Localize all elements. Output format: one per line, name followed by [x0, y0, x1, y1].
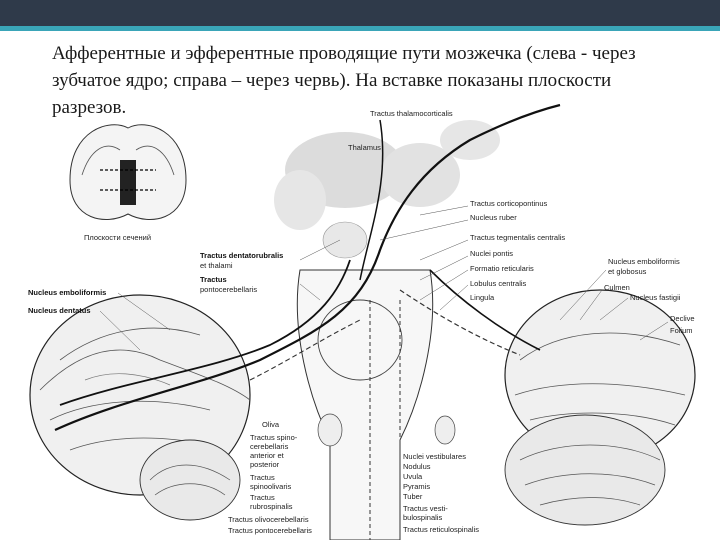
label-spinoolivaris-2: spinoolivaris — [250, 482, 292, 491]
label-olivocerebellaris: Tractus olivocerebellaris — [228, 515, 309, 524]
label-dentatus: Nucleus dentatus — [28, 306, 91, 315]
thalamus-region — [274, 120, 500, 259]
label-spino-3: anterior et — [250, 451, 285, 460]
label-reticularis: Formatio reticularis — [470, 264, 534, 273]
label-corticopontinus: Tractus corticopontinus — [470, 199, 548, 208]
title-bar — [0, 0, 720, 26]
label-spino-2: cerebellaris — [250, 442, 289, 451]
label-pontocerebellaris-1: Tractus — [200, 275, 227, 284]
label-thalamus: Thalamus — [348, 143, 381, 152]
label-vestibulares: Nuclei vestibulares — [403, 452, 466, 461]
label-folium: Folium — [670, 326, 693, 335]
label-rubrospinalis-2: rubrospinalis — [250, 502, 293, 511]
label-vestibulospinalis-2: bulospinalis — [403, 513, 442, 522]
label-tegmentalis: Tractus tegmentalis centralis — [470, 233, 565, 242]
label-dentatorubralis-2: et thalami — [200, 261, 233, 270]
label-declive: Declive — [670, 314, 695, 323]
leader-lines — [99, 205, 669, 351]
label-tuber: Tuber — [403, 492, 423, 501]
label-emb-glob-2: et globosus — [608, 267, 647, 276]
label-pontocerebellaris-low: Tractus pontocerebellaris — [228, 526, 312, 535]
label-lobulus: Lobulus centralis — [470, 279, 527, 288]
inset-section-planes: Плоскости сечений — [69, 124, 187, 242]
label-thalamocorticalis: Tractus thalamocorticalis — [370, 109, 453, 118]
label-spino-1: Tractus spino- — [250, 433, 298, 442]
label-dentatorubralis-1: Tractus dentatorubralis — [200, 251, 283, 260]
right-hemisphere — [504, 289, 696, 526]
label-vestibulospinalis-1: Tractus vesti- — [403, 504, 448, 513]
tracts — [54, 103, 561, 540]
label-emb-glob-1: Nucleus emboliformis — [608, 257, 680, 266]
label-pontocerebellaris-2: pontocerebellaris — [200, 285, 257, 294]
label-pontis: Nuclei pontis — [470, 249, 513, 258]
accent-stripe — [0, 26, 720, 31]
slide-caption: Афферентные и эфферентные проводящие пут… — [52, 43, 636, 118]
label-lingula: Lingula — [470, 293, 495, 302]
brainstem — [296, 269, 456, 540]
label-nodulus: Nodulus — [403, 462, 431, 471]
label-fastigii: Nucleus fastigii — [630, 293, 681, 302]
label-culmen: Culmen — [604, 283, 630, 292]
label-reticulospinalis: Tractus reticulospinalis — [403, 525, 479, 534]
left-hemisphere — [29, 294, 251, 521]
inset-label: Плоскости сечений — [84, 233, 151, 242]
label-spinoolivaris-1: Tractus — [250, 473, 275, 482]
label-spino-4: posterior — [250, 460, 280, 469]
label-ruber: Nucleus ruber — [470, 213, 517, 222]
label-pyramis: Pyramis — [403, 482, 430, 491]
label-rubrospinalis-1: Tractus — [250, 493, 275, 502]
label-emboliformis: Nucleus emboliformis — [28, 288, 106, 297]
label-uvula: Uvula — [403, 472, 423, 481]
label-oliva: Oliva — [262, 420, 280, 429]
